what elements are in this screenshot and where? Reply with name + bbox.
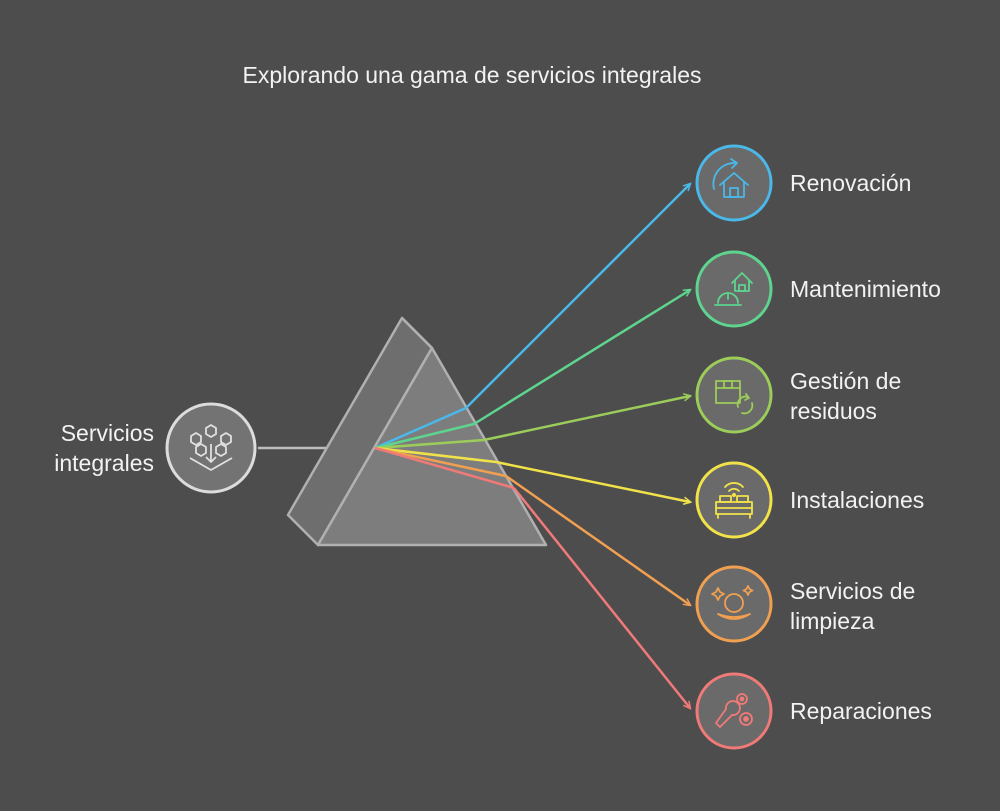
page-title: Explorando una gama de servicios integra… [242,62,702,88]
house-hardhat-icon [714,272,753,306]
output-label: Instalaciones [790,487,925,513]
prism [286,316,548,547]
output-node[interactable] [695,250,773,328]
inner-ray [374,446,515,490]
output-label: Servicios de limpieza [790,578,916,634]
hexagon-network-icon [189,424,233,471]
output-node[interactable] [695,672,773,750]
inner-ray [374,438,485,450]
inner-ray [374,406,467,450]
box-recycle-icon [715,380,754,415]
output-label: Mantenimiento [790,276,941,302]
output-node[interactable] [695,144,773,222]
inner-ray [374,422,475,450]
house-refresh-icon [712,158,749,198]
outer-rays [465,184,690,708]
output-node[interactable] [695,356,773,434]
output-node[interactable] [695,565,773,643]
wrench-gears-icon [715,693,753,728]
inner-ray [374,446,497,464]
inner-ray [374,446,507,478]
input-node[interactable] [165,402,257,494]
output-label: Gestión de residuos [790,368,902,424]
output-node[interactable] [695,461,773,539]
output-arrow [465,184,690,409]
sparkle-globe-icon [711,585,754,620]
inner-rays [374,406,515,490]
output-arrow [505,474,690,605]
input-label: Servicios integrales [54,420,154,476]
bed-wifi-icon [715,482,753,519]
output-arrow [483,396,690,442]
output-arrow [473,290,690,426]
output-label: Reparaciones [790,698,932,724]
output-label: Renovación [790,170,912,196]
output-arrow [495,460,690,502]
output-arrow [513,487,690,708]
